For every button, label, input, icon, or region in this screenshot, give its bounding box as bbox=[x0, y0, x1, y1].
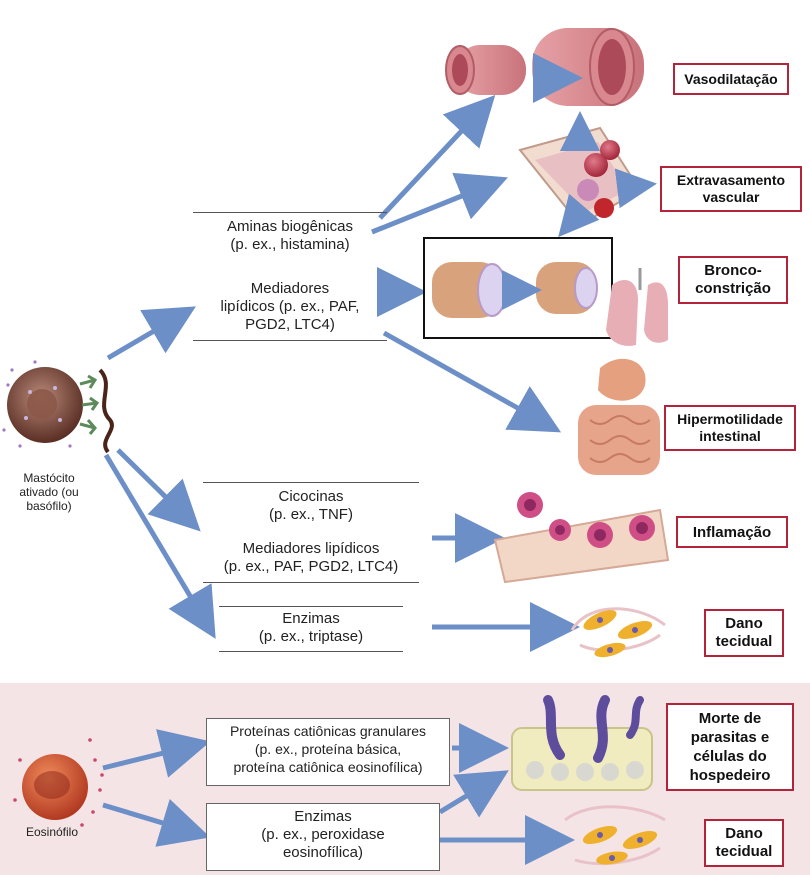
lipid-mediators2-text: Mediadores lipídicos (p. ex., PAF, PGD2,… bbox=[223, 540, 399, 575]
eosinophil-label: Eosinófilo bbox=[25, 825, 79, 839]
inflammation-illustration bbox=[493, 492, 670, 584]
arrow-mast-to-cytokines bbox=[116, 448, 201, 532]
bracket-bottom-upper bbox=[193, 340, 387, 341]
arrow-mast-to-enzymes bbox=[103, 453, 216, 639]
mast-cell-illustration bbox=[2, 360, 114, 454]
lipid-mediators-text: Mediadores lipídicos (p. ex., PAF, PGD2,… bbox=[220, 280, 360, 333]
arrow-eos-to-cationic bbox=[102, 729, 211, 778]
outcome-extravasation: Extravasamento vascular bbox=[660, 166, 802, 212]
eos-enzymes-text: Enzimas (p. ex., peroxidase eosinofílica… bbox=[261, 808, 385, 861]
bracket-bottom-enzymes bbox=[219, 651, 403, 652]
vessel-illustration bbox=[445, 28, 644, 106]
cationic-proteins-box bbox=[206, 718, 450, 786]
outcome-tissue-damage-2: Dano tecidual bbox=[704, 819, 784, 867]
cytokines-text: Cicocinas (p. ex., TNF) bbox=[269, 488, 353, 523]
eosinophil-illustration bbox=[13, 738, 104, 827]
bracket-bottom-middle bbox=[203, 582, 419, 583]
bronchi-illustration bbox=[423, 237, 668, 346]
cationic-proteins-text: Proteínas catiônicas granulares (p. ex.,… bbox=[229, 723, 427, 775]
arrow-to-extravasation bbox=[371, 172, 508, 235]
amines-text: Aminas biogênicas (p. ex., histamina) bbox=[227, 218, 353, 253]
arrow-mast-to-upper bbox=[106, 306, 196, 361]
arrow-to-hypermotility bbox=[382, 330, 562, 433]
enzymes-text: Enzimas (p. ex., triptase) bbox=[258, 610, 364, 645]
outcome-parasite-death: Morte de parasitas e células do hospedei… bbox=[666, 703, 794, 791]
arrow-to-vasodilation bbox=[378, 95, 496, 220]
outcome-hypermotility: Hipermotilidade intestinal bbox=[664, 405, 796, 451]
parasite-death-illustration bbox=[511, 695, 653, 791]
eos-enzymes-box bbox=[206, 803, 440, 871]
extravasation-illustration bbox=[518, 111, 657, 238]
tissue-damage-illustration bbox=[570, 607, 666, 658]
arrow-eos-to-enzymes bbox=[102, 798, 211, 847]
bracket-top-upper bbox=[193, 212, 387, 213]
intestine-illustration bbox=[578, 358, 660, 475]
arrow-enzymes-to-death bbox=[438, 770, 509, 818]
outcome-bronchoconstriction: Bronco- constrição bbox=[678, 256, 788, 304]
tissue-damage2-illustration bbox=[564, 805, 666, 866]
bracket-top-middle bbox=[203, 482, 419, 483]
outcome-vasodilation: Vasodilatação bbox=[673, 63, 789, 95]
mast-cell-label: Mastócito ativado (ou basófilo) bbox=[19, 471, 79, 513]
bracket-top-enzymes bbox=[219, 606, 403, 607]
outcome-tissue-damage: Dano tecidual bbox=[704, 609, 784, 657]
outcome-inflammation: Inflamação bbox=[676, 516, 788, 548]
